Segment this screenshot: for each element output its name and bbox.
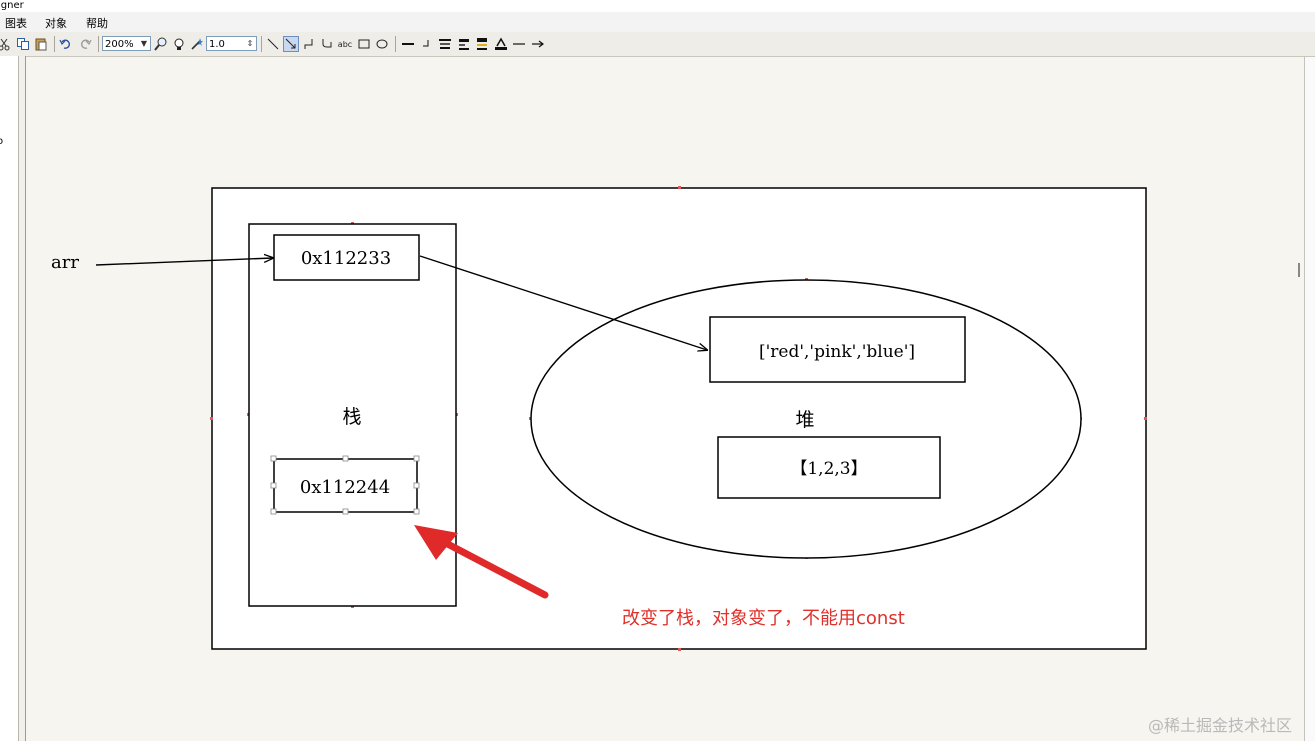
corner-line-icon[interactable] [418, 36, 434, 52]
chevron-down-icon[interactable]: ▼ [140, 39, 148, 48]
vertical-scrollbar[interactable] [1304, 57, 1315, 741]
watermark: @稀土掘金技术社区 [1148, 716, 1293, 735]
toolbar: 200% ▼ 1.0 ⇕ abc [0, 32, 1315, 57]
dash-line-icon[interactable] [511, 36, 527, 52]
heap-array-1: ['red','pink','blue'] [759, 342, 915, 362]
left-panel: o [0, 56, 19, 741]
line-width-input[interactable]: 1.0 ⇕ [206, 36, 257, 51]
left-panel-text: o [0, 136, 4, 147]
toolbar-separator [261, 36, 262, 52]
menu-chart[interactable]: 图表 [5, 17, 27, 30]
menu-help[interactable]: 帮助 [86, 17, 108, 30]
rectangle-tool-icon[interactable] [356, 36, 372, 52]
box-resize-handles[interactable] [270, 455, 420, 515]
curve-connector-icon[interactable] [319, 36, 335, 52]
heap-array-box-2[interactable] [717, 436, 941, 499]
zoom-value: 200% [105, 39, 134, 50]
fill-color-icon[interactable] [474, 36, 490, 52]
heap-array-box-1[interactable] [709, 316, 966, 383]
arrow-line-tool-icon[interactable] [283, 36, 299, 52]
menu-bar: 图表 对象 帮助 [0, 12, 1315, 32]
const-annotation: 改变了栈，对象变了，不能用const [622, 608, 905, 629]
paste-icon[interactable] [33, 36, 49, 52]
line-tool-icon[interactable] [265, 36, 281, 52]
text-tool-icon[interactable]: abc [337, 39, 353, 49]
toolbar-separator [54, 36, 55, 52]
elbow-connector-icon[interactable] [301, 36, 317, 52]
arr-pointer-arrow[interactable] [95, 258, 273, 266]
window-title-bar: igner [0, 0, 1315, 12]
redo-icon[interactable] [77, 36, 93, 52]
toolbar-separator [98, 36, 99, 52]
window-title: igner [0, 0, 24, 11]
magic-wand-icon[interactable] [189, 36, 205, 52]
zoom-icon[interactable] [153, 36, 169, 52]
toolbar-separator [395, 36, 396, 52]
red-pointer-arrow-head [414, 525, 458, 560]
scrollbar-thumb[interactable] [1298, 263, 1300, 277]
undo-icon[interactable] [58, 36, 74, 52]
ellipse-tool-icon[interactable] [374, 36, 390, 52]
zoom-select[interactable]: 200% ▼ [102, 36, 151, 51]
menu-object[interactable]: 对象 [45, 17, 67, 30]
stack-address-2: 0x112244 [300, 477, 390, 498]
cut-icon[interactable] [0, 36, 12, 52]
stack-address-1: 0x112233 [301, 248, 391, 269]
heap-label: 堆 [795, 409, 814, 431]
left-splitter[interactable] [19, 56, 26, 741]
red-pointer-arrow-shaft [436, 536, 549, 599]
stack-region[interactable] [248, 223, 457, 607]
spinner-icon[interactable]: ⇕ [246, 39, 254, 48]
line-style-icon[interactable] [400, 36, 416, 52]
heap-array-2: 【1,2,3】 [790, 459, 867, 479]
align-top-icon[interactable] [437, 36, 453, 52]
copy-icon[interactable] [15, 36, 31, 52]
align-center-icon[interactable] [456, 36, 472, 52]
arrow-end-icon[interactable] [530, 36, 546, 52]
arr-variable-label: arr [51, 252, 79, 273]
stack-label: 栈 [342, 406, 361, 428]
reference-arrow[interactable] [419, 255, 707, 350]
font-color-icon[interactable] [493, 36, 509, 52]
stack-address-box-1[interactable] [273, 234, 420, 281]
line-width-value: 1.0 [209, 39, 225, 50]
lightbulb-icon[interactable] [171, 36, 187, 52]
